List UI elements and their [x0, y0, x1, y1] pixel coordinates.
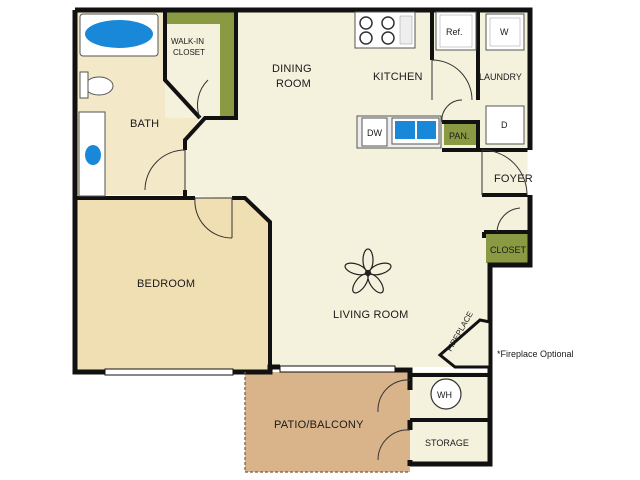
closet-shelf	[486, 233, 528, 263]
pantry-label: PAN.	[449, 131, 469, 141]
door-swing-icon	[431, 59, 473, 101]
patio-label: PATIO/BALCONY	[274, 419, 364, 431]
washer-label: W	[500, 27, 509, 37]
living-room-label: LIVING ROOM	[333, 309, 409, 321]
fireplace-note: *Fireplace Optional	[497, 349, 574, 359]
door-swing-icon	[377, 379, 411, 413]
bedroom-label: BEDROOM	[137, 278, 195, 290]
door-swing-icon	[441, 99, 463, 123]
door-swing-icon	[496, 207, 521, 233]
dryer	[485, 105, 525, 145]
pantry-shelf	[444, 123, 477, 145]
patio-floor	[245, 372, 410, 472]
door-swing-icon	[481, 149, 528, 196]
laundry-label: LAUNDRY	[479, 72, 522, 82]
kitchen-sink-icon	[391, 117, 440, 145]
dishwasher-label: DW	[367, 128, 382, 138]
patio-slider-window	[279, 365, 396, 373]
walk-in-label-1: WALK-IN	[171, 37, 204, 46]
fireplace	[437, 318, 492, 369]
door-swing-icon	[194, 197, 233, 239]
refrigerator	[435, 11, 477, 51]
stove-icon	[354, 11, 416, 49]
door-swing-icon	[196, 79, 209, 119]
kitchen-label: KITCHEN	[373, 71, 423, 83]
dryer-label: D	[501, 120, 508, 130]
walk-in-label-2: CLOSET	[173, 48, 205, 57]
ceiling-fan-icon	[344, 248, 392, 294]
dining-label-1: DINING	[272, 63, 312, 75]
door-swing-icon	[144, 149, 186, 191]
door-swing-icon	[377, 429, 411, 461]
patio-railing	[244, 372, 410, 473]
walk-in-closet-shelf	[166, 11, 235, 118]
closet-label: CLOSET	[490, 245, 527, 255]
foyer-label: FOYER	[494, 173, 533, 185]
bath-label: BATH	[130, 118, 159, 130]
interior-walls	[75, 10, 530, 422]
bedroom-floor	[75, 198, 270, 370]
water-heater	[430, 378, 462, 410]
sink-icon	[78, 111, 106, 197]
dining-label-2: ROOM	[276, 78, 311, 90]
refrigerator-label: Ref.	[446, 27, 463, 37]
water-heater-label: WH	[437, 390, 452, 400]
storage-label: STORAGE	[425, 438, 469, 448]
toilet-icon	[79, 71, 114, 99]
washer	[485, 13, 525, 51]
bedroom-window	[104, 368, 234, 376]
dishwasher	[361, 117, 388, 147]
